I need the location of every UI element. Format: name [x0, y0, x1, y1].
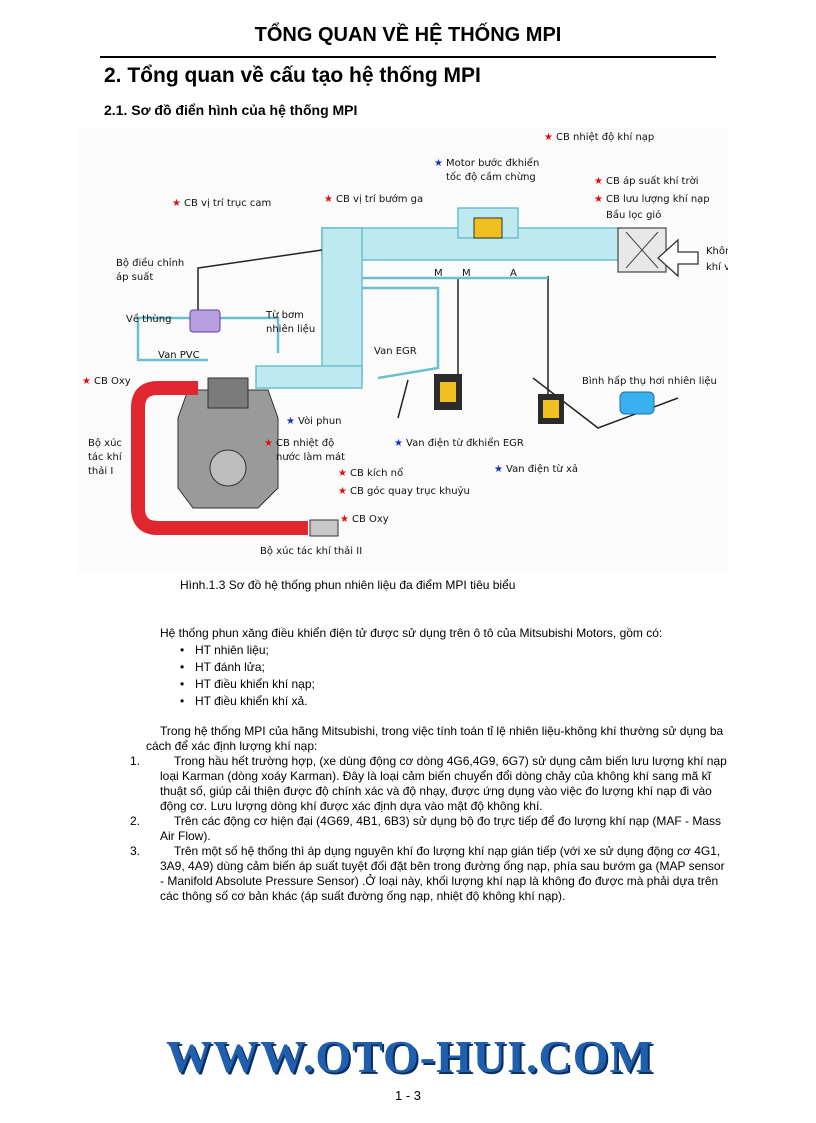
label-cb-oxy-2: CB Oxy — [352, 514, 389, 525]
air-inlet-arrow — [657, 238, 699, 278]
egr-solenoid — [434, 374, 462, 410]
label-bo-xuc-tac-1a: Bộ xúc — [88, 437, 122, 449]
engine-block — [177, 377, 279, 509]
label-cb-luu-luong: CB lưu lượng khí nạp — [606, 193, 710, 205]
exhaust-pipe — [131, 381, 308, 535]
page-number: 1 - 3 — [394, 1088, 421, 1103]
label-bau-loc-gio: Bầu lọc gió — [606, 209, 661, 221]
label-port-a: A — [510, 268, 517, 279]
label-van-dien-tu-egr: Van điện từ đkhiển EGR — [406, 436, 524, 449]
svg-text:★: ★ — [494, 464, 503, 475]
mpi-diagram-svg: ★ CB nhiệt độ khí nạp ★ Motor bước đkhiể… — [82, 131, 728, 557]
label-cb-ap-suat-khi-troi: CB áp suất khí trời — [606, 175, 698, 187]
numbered-list: 1. Trong hầu hết trường hợp, (xe dùng độ… — [130, 754, 730, 904]
label-cb-vi-tri-buom-ga: CB vị trí bướm ga — [336, 193, 423, 205]
air-filter — [617, 227, 667, 273]
label-port-m1: M — [434, 268, 443, 279]
svg-text:★: ★ — [544, 132, 553, 143]
list-item: •HT điều khiển khí nạp; — [180, 677, 315, 691]
label-cb-nhiet-do-khi-nap: CB nhiệt độ khí nạp — [556, 131, 654, 143]
label-bo-xuc-tac-2: Bộ xúc tác khí thải II — [260, 545, 362, 557]
svg-text:★: ★ — [264, 438, 273, 449]
svg-text:★: ★ — [434, 158, 443, 169]
label-ve-thung: Về thùng — [126, 313, 171, 325]
label-binh-hap-thu: Bình hấp thụ hơi nhiên liệu — [582, 375, 717, 387]
label-van-egr: Van EGR — [374, 346, 417, 357]
label-bo-dieu-chinh-1: Bộ điều chỉnh — [116, 257, 184, 269]
svg-text:★: ★ — [324, 194, 333, 205]
page-header-title: TỔNG QUAN VỀ HỆ THỐNG MPI — [254, 24, 562, 46]
label-tu-bom-2: nhiên liệu — [266, 323, 315, 335]
list-item: •HT điều khiển khí xả. — [180, 694, 308, 708]
label-voi-phun: Vòi phun — [298, 415, 342, 427]
label-cb-vi-tri-truc-cam: CB vị trí trục cam — [184, 197, 271, 209]
list-item: •HT đánh lửa; — [180, 660, 265, 674]
label-bo-xuc-tac-1b: tác khí — [88, 451, 123, 463]
watermark-logo: WWW.OTO-HUI.COM — [166, 1031, 654, 1082]
svg-text:★: ★ — [340, 514, 349, 525]
label-cb-kich-no: CB kích nổ — [350, 466, 403, 479]
svg-text:★: ★ — [286, 416, 295, 427]
label-motor-buoc-1: Motor bước đkhiển — [446, 156, 539, 169]
bullet-list: •HT nhiên liệu; •HT đánh lửa; •HT điều k… — [180, 642, 315, 710]
section-heading: 2. Tổng quan về cấu tạo hệ thống MPI — [104, 64, 481, 87]
label-bo-xuc-tac-1c: thải I — [88, 465, 113, 477]
svg-text:★: ★ — [82, 376, 91, 387]
label-bo-dieu-chinh-2: áp suất — [116, 271, 153, 283]
purge-solenoid — [538, 394, 564, 424]
svg-text:★: ★ — [594, 176, 603, 187]
subsection-heading: 2.1. Sơ đồ điển hình của hệ thống MPI — [104, 102, 358, 118]
label-motor-buoc-2: tốc độ cầm chừng — [446, 171, 536, 183]
list-item: •HT nhiên liệu; — [180, 643, 269, 657]
label-khong-khi-2: khí vào — [706, 261, 728, 273]
svg-text:★: ★ — [594, 194, 603, 205]
label-cb-nhiet-do-nuoc-1: CB nhiệt độ — [276, 437, 334, 449]
label-van-pvc: Van PVC — [158, 350, 200, 361]
label-cb-nhiet-do-nuoc-2: nước làm mát — [276, 451, 345, 463]
catalytic-converter-2 — [309, 519, 339, 537]
body-paragraph: Trong hệ thống MPI của hãng Mitsubishi, … — [146, 724, 724, 753]
canister — [619, 391, 655, 415]
label-tu-bom-1: Từ bơm — [265, 309, 304, 321]
mpi-diagram: ★ CB nhiệt độ khí nạp ★ Motor bước đkhiể… — [78, 128, 728, 572]
numbered-item: 1. Trong hầu hết trường hợp, (xe dùng độ… — [130, 754, 727, 813]
label-van-dien-tu-xa: Van điện từ xả — [506, 463, 578, 475]
label-khong-khi-1: Không — [706, 245, 728, 257]
fuel-lines — [136, 276, 548, 380]
svg-text:★: ★ — [338, 486, 347, 497]
idle-motor — [473, 217, 503, 239]
svg-text:★: ★ — [338, 468, 347, 479]
pressure-regulator — [189, 309, 221, 333]
svg-text:★: ★ — [394, 438, 403, 449]
figure-caption: Hình.1.3 Sơ đồ hệ thống phun nhiên liệu … — [180, 578, 516, 592]
numbered-item: 2. Trên các động cơ hiện đại (4G69, 4B1,… — [130, 814, 722, 843]
numbered-item: 3. Trên một số hệ thống thì áp dụng nguy… — [130, 844, 725, 903]
label-cb-oxy-1: CB Oxy — [94, 376, 131, 387]
label-port-m2: M — [462, 268, 471, 279]
svg-text:★: ★ — [172, 198, 181, 209]
header-rule — [100, 56, 716, 58]
label-cb-goc-quay: CB góc quay trục khuỷu — [350, 485, 470, 497]
intro-text: Hệ thống phun xăng điều khiển điện tử đư… — [160, 626, 663, 640]
